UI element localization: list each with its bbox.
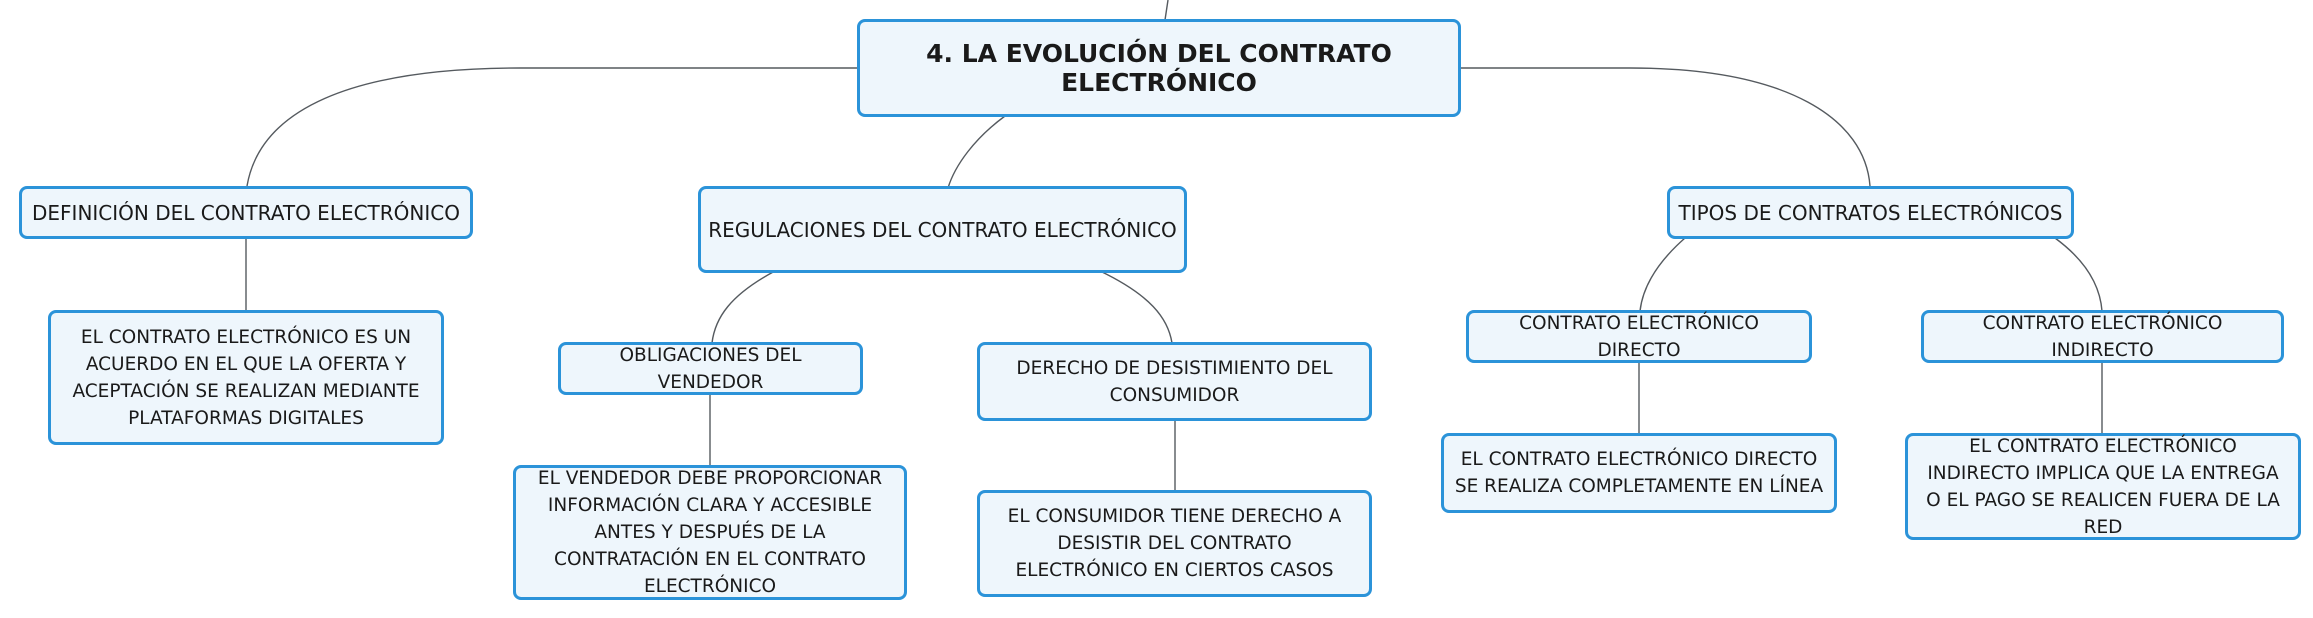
regulaciones-node[interactable]: REGULACIONES DEL CONTRATO ELECTRÓNICO (698, 186, 1187, 273)
link-root-regulaciones (947, 115, 1006, 189)
obligaciones-detail-text: EL VENDEDOR DEBE PROPORCIONAR INFORMACIÓ… (537, 468, 883, 597)
link-root-definicion (246, 67, 857, 187)
definicion-node[interactable]: DEFINICIÓN DEL CONTRATO ELECTRÓNICO (19, 186, 473, 239)
desistimiento-label: DERECHO DE DESISTIMIENTO DEL CONSUMIDOR (1016, 357, 1333, 406)
root-topic-node[interactable]: 4. LA EVOLUCIÓN DEL CONTRATO ELECTRÓNICO (857, 19, 1461, 117)
indirecto-node[interactable]: CONTRATO ELECTRÓNICO INDIRECTO (1921, 310, 2284, 363)
obligaciones-label: OBLIGACIONES DEL VENDEDOR (619, 344, 802, 393)
desistimiento-detail-node[interactable]: EL CONSUMIDOR TIENE DERECHO A DESISTIR D… (977, 490, 1372, 597)
indirecto-detail-text: EL CONTRATO ELECTRÓNICO INDIRECTO IMPLIC… (1926, 435, 2280, 538)
regulaciones-label: REGULACIONES DEL CONTRATO ELECTRÓNICO (708, 217, 1177, 242)
link-tipos-directo (1639, 237, 1686, 312)
indirecto-label: CONTRATO ELECTRÓNICO INDIRECTO (1982, 312, 2223, 361)
directo-detail-text: EL CONTRATO ELECTRÓNICO DIRECTO SE REALI… (1454, 449, 1824, 497)
directo-node[interactable]: CONTRATO ELECTRÓNICO DIRECTO (1466, 310, 1812, 363)
directo-detail-node[interactable]: EL CONTRATO ELECTRÓNICO DIRECTO SE REALI… (1441, 433, 1837, 513)
tipos-node[interactable]: TIPOS DE CONTRATOS ELECTRÓNICOS (1667, 186, 2074, 239)
desistimiento-detail-text: EL CONSUMIDOR TIENE DERECHO A DESISTIR D… (1007, 506, 1342, 581)
link-above-root (1164, 0, 1169, 21)
definicion-detail-text: EL CONTRATO ELECTRÓNICO ES UN ACUERDO EN… (72, 326, 420, 429)
tipos-label: TIPOS DE CONTRATOS ELECTRÓNICOS (1678, 200, 2063, 225)
root-topic-label: 4. LA EVOLUCIÓN DEL CONTRATO ELECTRÓNICO (926, 39, 1392, 97)
link-regulaciones-obligaciones (711, 270, 776, 344)
link-regulaciones-desistimiento (1099, 270, 1173, 344)
indirecto-detail-node[interactable]: EL CONTRATO ELECTRÓNICO INDIRECTO IMPLIC… (1905, 433, 2301, 540)
obligaciones-detail-node[interactable]: EL VENDEDOR DEBE PROPORCIONAR INFORMACIÓ… (513, 465, 907, 600)
definicion-detail-node[interactable]: EL CONTRATO ELECTRÓNICO ES UN ACUERDO EN… (48, 310, 444, 445)
desistimiento-node[interactable]: DERECHO DE DESISTIMIENTO DEL CONSUMIDOR (977, 342, 1372, 421)
obligaciones-node[interactable]: OBLIGACIONES DEL VENDEDOR (558, 342, 863, 395)
link-root-tipos (1460, 67, 1871, 187)
directo-label: CONTRATO ELECTRÓNICO DIRECTO (1519, 312, 1759, 361)
link-tipos-indirecto (2054, 237, 2103, 312)
definicion-label: DEFINICIÓN DEL CONTRATO ELECTRÓNICO (32, 200, 460, 225)
